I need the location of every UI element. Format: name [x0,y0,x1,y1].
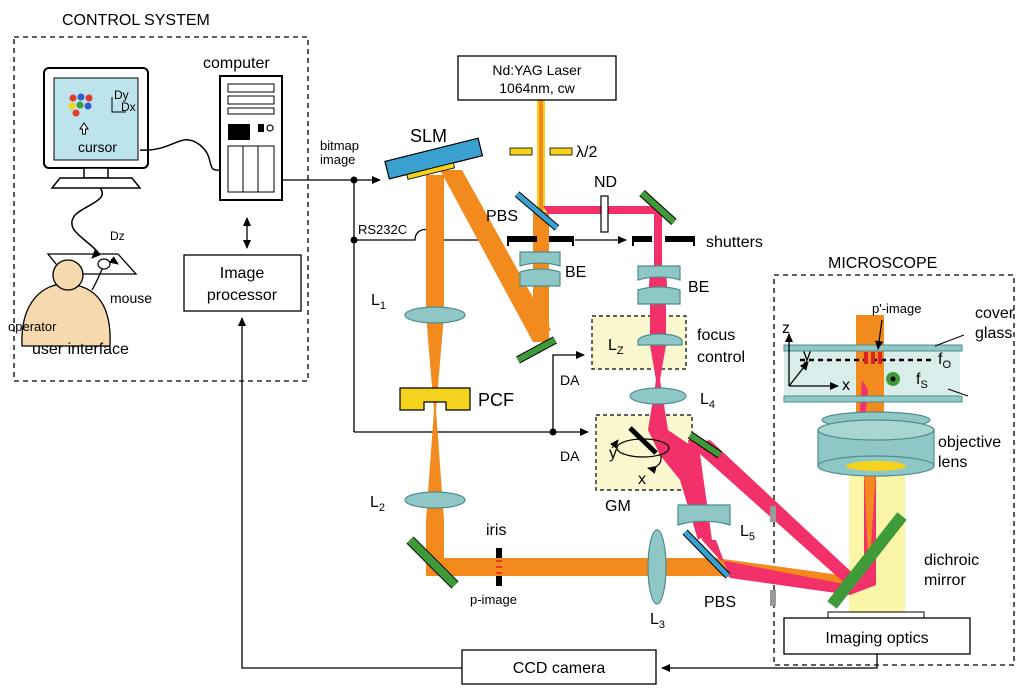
user-interface-label: user interface [32,341,129,358]
ccd-camera-box [461,649,657,685]
dz-label: Dz [110,229,125,243]
gm-x: x [638,471,646,488]
imaging-optics-label: Imaging optics [825,630,928,647]
operator-label: operator [8,319,57,334]
monitor-dy: Dy [114,88,129,102]
lens-l5 [677,504,731,526]
image-processor-box [183,254,302,312]
rs232c-label: RS232C [358,222,407,237]
control-system-panel: CONTROL SYSTEM Dy Dx cursor [8,12,309,382]
monitor: Dy Dx cursor [43,67,149,189]
microscope-panel [773,274,1015,666]
galvo-mirror [628,426,658,455]
be-right-label: BE [688,279,709,296]
l3-label: L3 [650,611,665,631]
objective-1: objective [938,434,1001,451]
l1-label: L1 [371,292,386,312]
fs-label: fS [916,371,928,391]
pcf [399,387,471,411]
cover-glass-top [783,344,963,352]
cover-glass-bottom [783,395,963,403]
dxdy-axes-icon [111,97,126,113]
l5-label: L5 [740,523,755,543]
p-prime-image-spots [864,352,882,364]
p-prime-image-label: p'-image [872,301,921,316]
gm-y: y [609,445,617,462]
slm [384,137,484,180]
image-processor-line1: Image [220,265,265,282]
lens-l2 [404,491,466,509]
be-right [637,265,681,305]
dichroic-mirror [827,512,907,609]
laser-line2: 1064nm, cw [499,80,575,96]
control-system-title: CONTROL SYSTEM [62,12,210,29]
be-left [519,251,561,287]
stop-upper [770,506,776,522]
iris-label: iris [486,522,506,539]
operator [21,249,138,347]
laser-line1: Nd:YAG Laser [492,62,582,78]
da-gm-label: DA [560,448,580,464]
imaging-optics-box [783,617,971,655]
l2-label: L2 [370,494,385,514]
p-image-label: p-image [470,592,517,607]
xyz-axes-icon [785,333,839,390]
mouse-cable [71,187,103,259]
ccd-to-processor [238,317,462,669]
lens-lz [637,333,683,346]
lz-label: LZ [608,337,624,357]
dichroic-2: mirror [924,572,966,589]
dichroic-1: dichroic [924,552,979,569]
mouse-label: mouse [110,290,152,306]
iris [496,548,502,586]
half-wave-plate [509,147,533,156]
computer-label: computer [203,55,270,72]
signal-lines: bitmap image RS232C DA DA [282,138,627,464]
spots-icon [68,93,93,117]
image-processor-line2: processor [207,287,278,304]
monitor-dx: Dx [121,100,136,114]
gm-label: GM [605,498,631,515]
objective-2: lens [938,454,967,471]
fo-label: fO [938,351,951,371]
slm-label: SLM [410,126,447,146]
lens-l4 [629,387,687,405]
objective-lens [817,411,935,477]
monitor-cable [139,139,221,171]
focus-control-1: focus [697,327,735,344]
ccd-camera-label: CCD camera [513,660,606,677]
laser-box [457,55,617,101]
axis-z: z [782,320,790,337]
nd-filter [600,195,609,233]
cursor-label: cursor [78,139,117,155]
pbs-bottom-label: PBS [704,594,736,611]
cursor-icon [79,122,89,135]
bitmap-label-1: bitmap [320,138,359,153]
microscope-title: MICROSCOPE [828,255,937,272]
stop-lower [770,590,776,606]
pbs-top-label: PBS [486,208,518,225]
imaging-optics-top [827,611,925,619]
be-left-label: BE [565,264,586,281]
computer [219,75,283,201]
imaging-to-ccd [661,654,878,672]
pcf-label: PCF [478,390,514,410]
cover-glass-2: glass [975,325,1012,342]
da-focus-label: DA [560,372,580,388]
axis-y: y [803,347,811,364]
bitmap-label-2: image [320,152,355,167]
focus-control-2: control [697,349,745,366]
shutters [507,236,695,246]
l4-label: L4 [700,391,715,411]
cover-glass-1: cover [975,305,1015,322]
nd-label: ND [594,174,617,191]
lens-l3 [647,529,667,605]
axis-x: x [842,377,850,394]
half-wave-label: λ/2 [576,144,597,161]
lens-l1 [404,306,466,324]
shutters-label: shutters [706,234,763,251]
